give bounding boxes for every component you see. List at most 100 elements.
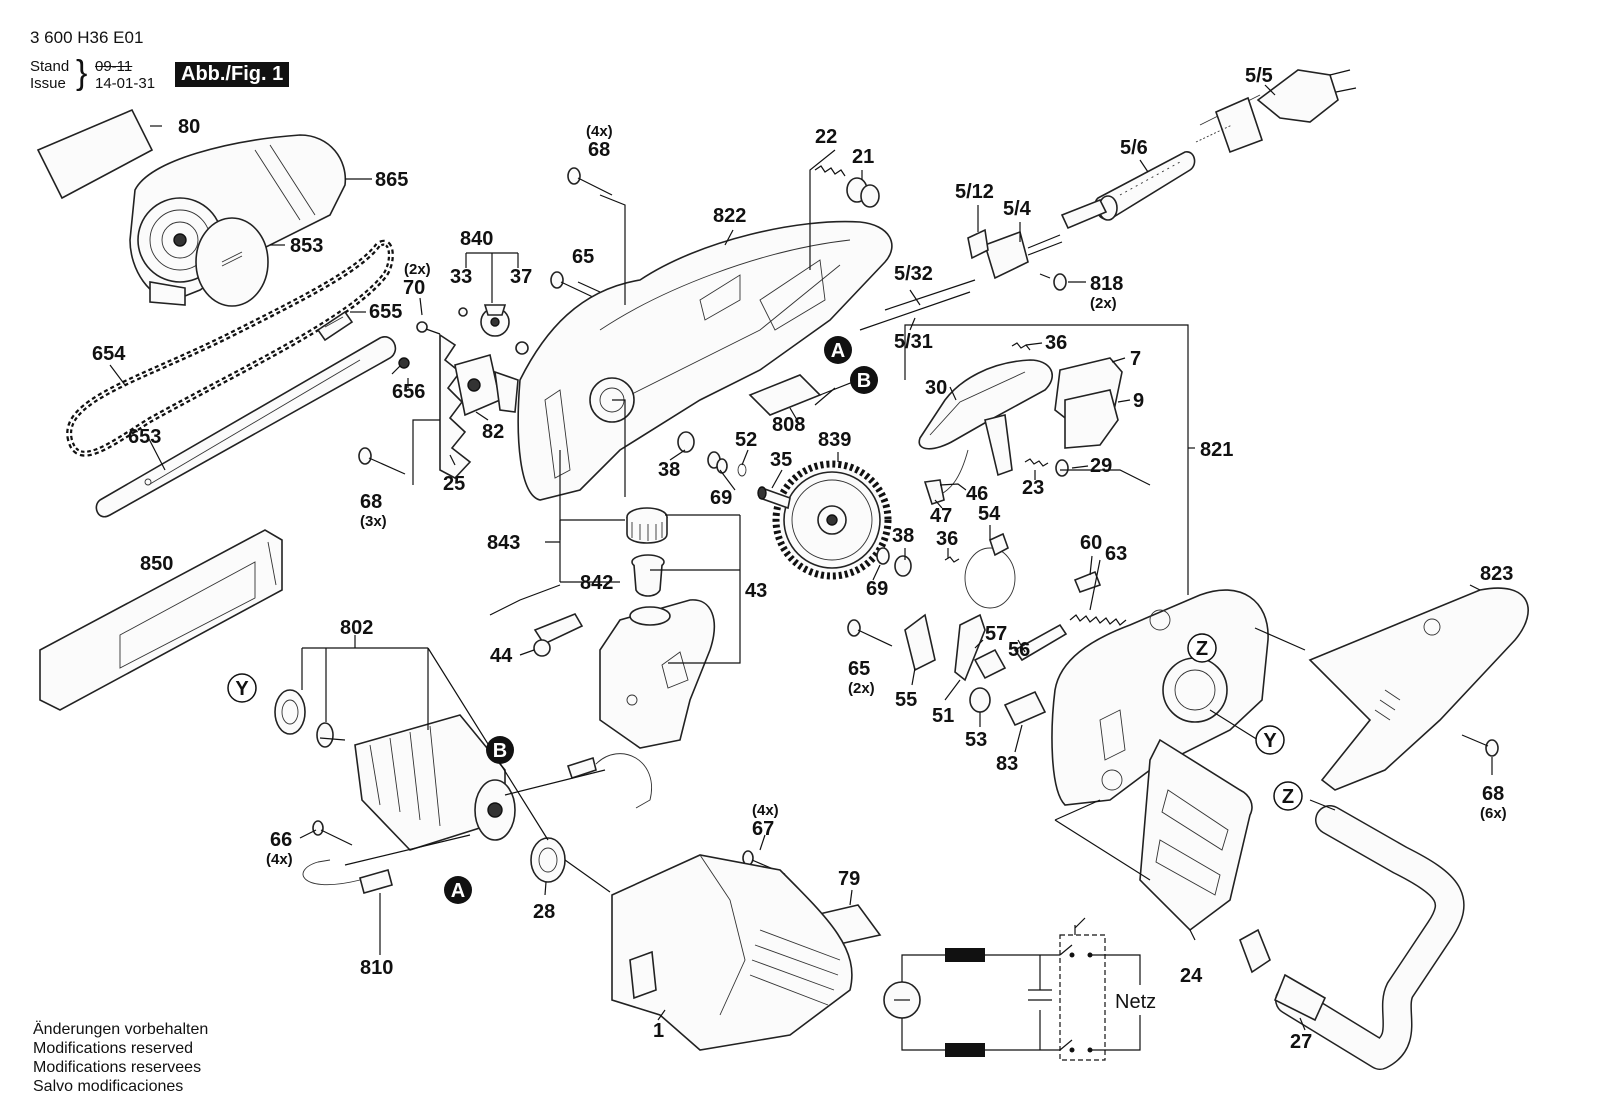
- label-52: 52: [735, 429, 757, 451]
- part-82-tension-plate: [454, 353, 519, 417]
- part-56-slide: [1013, 623, 1068, 662]
- svg-text:B: B: [493, 740, 507, 762]
- part-22-spring: [814, 165, 846, 177]
- label-25: 25: [443, 473, 465, 495]
- part-808-label: [748, 374, 822, 416]
- part-654-saw-chain: [66, 239, 394, 457]
- label-5-31: 5/31: [894, 331, 933, 353]
- label-68c: 68: [1482, 783, 1504, 805]
- label-56: 56: [1008, 639, 1030, 661]
- label-7: 7: [1130, 348, 1141, 370]
- label-853: 853: [290, 235, 323, 257]
- label-653: 653: [128, 426, 161, 448]
- label-33: 33: [450, 266, 472, 288]
- label-67: 67: [752, 818, 774, 840]
- part-853-disc: [195, 217, 269, 307]
- part-52-clip: [737, 463, 747, 477]
- marker-b-top: B: [850, 366, 878, 394]
- wiring-schematic: Netz: [883, 917, 1156, 1061]
- label-60: 60: [1080, 532, 1102, 554]
- svg-text:Y: Y: [235, 678, 249, 700]
- label-43: 43: [745, 580, 767, 602]
- label-821: 821: [1200, 439, 1233, 461]
- label-842: 842: [580, 572, 613, 594]
- part-38-bushing-lower: [894, 555, 912, 577]
- choke-top: [945, 948, 985, 962]
- label-818: 818: [1090, 273, 1123, 295]
- part-823-rear-cover: [1308, 587, 1529, 791]
- label-1: 1: [653, 1020, 664, 1042]
- part-66-screw: [312, 820, 353, 846]
- mains-label: Netz: [1115, 991, 1156, 1013]
- label-37: 37: [510, 266, 532, 288]
- part-68-screw-left: [358, 447, 406, 475]
- svg-text:Z: Z: [1282, 786, 1294, 808]
- label-70-qty: (2x): [404, 261, 431, 278]
- label-55: 55: [895, 689, 917, 711]
- part-36-spring-top: [1011, 342, 1031, 351]
- label-83: 83: [996, 753, 1018, 775]
- part-68-screw-right: [1461, 734, 1499, 757]
- label-808: 808: [772, 414, 805, 436]
- label-810: 810: [360, 957, 393, 979]
- svg-text:A: A: [451, 880, 465, 902]
- part-ring: [316, 722, 334, 748]
- label-840: 840: [460, 228, 493, 250]
- label-51: 51: [932, 705, 954, 727]
- stand-label: Stand: [30, 58, 70, 75]
- part-655-plate: [316, 310, 354, 342]
- label-54: 54: [978, 503, 1001, 525]
- part-840-chain-tensioner: [458, 304, 529, 355]
- label-5-32: 5/32: [894, 263, 933, 285]
- label-68a: 68: [588, 139, 610, 161]
- label-27: 27: [1290, 1031, 1312, 1053]
- part-83-label: [1003, 690, 1047, 727]
- label-5-12: 5/12: [955, 181, 994, 203]
- svg-text:Y: Y: [1263, 730, 1277, 752]
- label-29: 29: [1090, 455, 1112, 477]
- part-36-spring-mid: [944, 556, 960, 563]
- label-21: 21: [852, 146, 874, 168]
- stand-issue-dates: 09-11 14-01-31: [95, 58, 155, 92]
- part-53-washer: [969, 687, 991, 713]
- part-43-oil-tank: [599, 599, 715, 749]
- stand-date: 09-11: [95, 58, 133, 75]
- label-30: 30: [925, 377, 947, 399]
- label-67-qty: (4x): [752, 802, 779, 819]
- part-5-32-wires: [859, 279, 976, 331]
- label-823: 823: [1480, 563, 1513, 585]
- svg-text:Z: Z: [1196, 638, 1208, 660]
- label-839: 839: [818, 429, 851, 451]
- label-38b: 38: [892, 525, 914, 547]
- label-5-5: 5/5: [1245, 65, 1273, 87]
- part-5-6-cable-sleeve: [1094, 151, 1196, 221]
- issue-label: Issue: [30, 75, 66, 92]
- marker-z-handle: Z: [1273, 781, 1303, 811]
- part-brush-top: [566, 753, 652, 809]
- part-865-sprocket-cover: [129, 134, 347, 306]
- part-80-label-sticker: [36, 108, 154, 200]
- stand-issue-labels: Stand Issue: [30, 58, 69, 92]
- label-66-qty: (4x): [266, 851, 293, 868]
- label-28: 28: [533, 901, 555, 923]
- part-25-bumper-spike: [439, 333, 472, 479]
- label-65a: 65: [572, 246, 594, 268]
- part-69-washer: [707, 451, 728, 474]
- part-1-motor-housing: [611, 854, 853, 1051]
- label-44: 44: [490, 645, 513, 667]
- part-29-pin: [1055, 459, 1069, 477]
- part-27-handle-bar: [1273, 805, 1465, 1070]
- label-822: 822: [713, 205, 746, 227]
- label-654: 654: [92, 343, 126, 365]
- marker-a-motor: A: [444, 876, 472, 904]
- part-labels: 80 865 853 654 653 850 655 656 (2x) 70 8…: [92, 65, 1513, 1053]
- part-54-clamp: [964, 532, 1016, 609]
- note-de: Änderungen vorbehalten: [33, 1021, 209, 1038]
- leader-lines: [109, 84, 1493, 1031]
- issue-date: 14-01-31: [95, 75, 156, 92]
- label-68b: 68: [360, 491, 382, 513]
- label-68b-qty: (3x): [360, 513, 387, 530]
- part-656-screw: [391, 357, 410, 375]
- label-22: 22: [815, 126, 837, 148]
